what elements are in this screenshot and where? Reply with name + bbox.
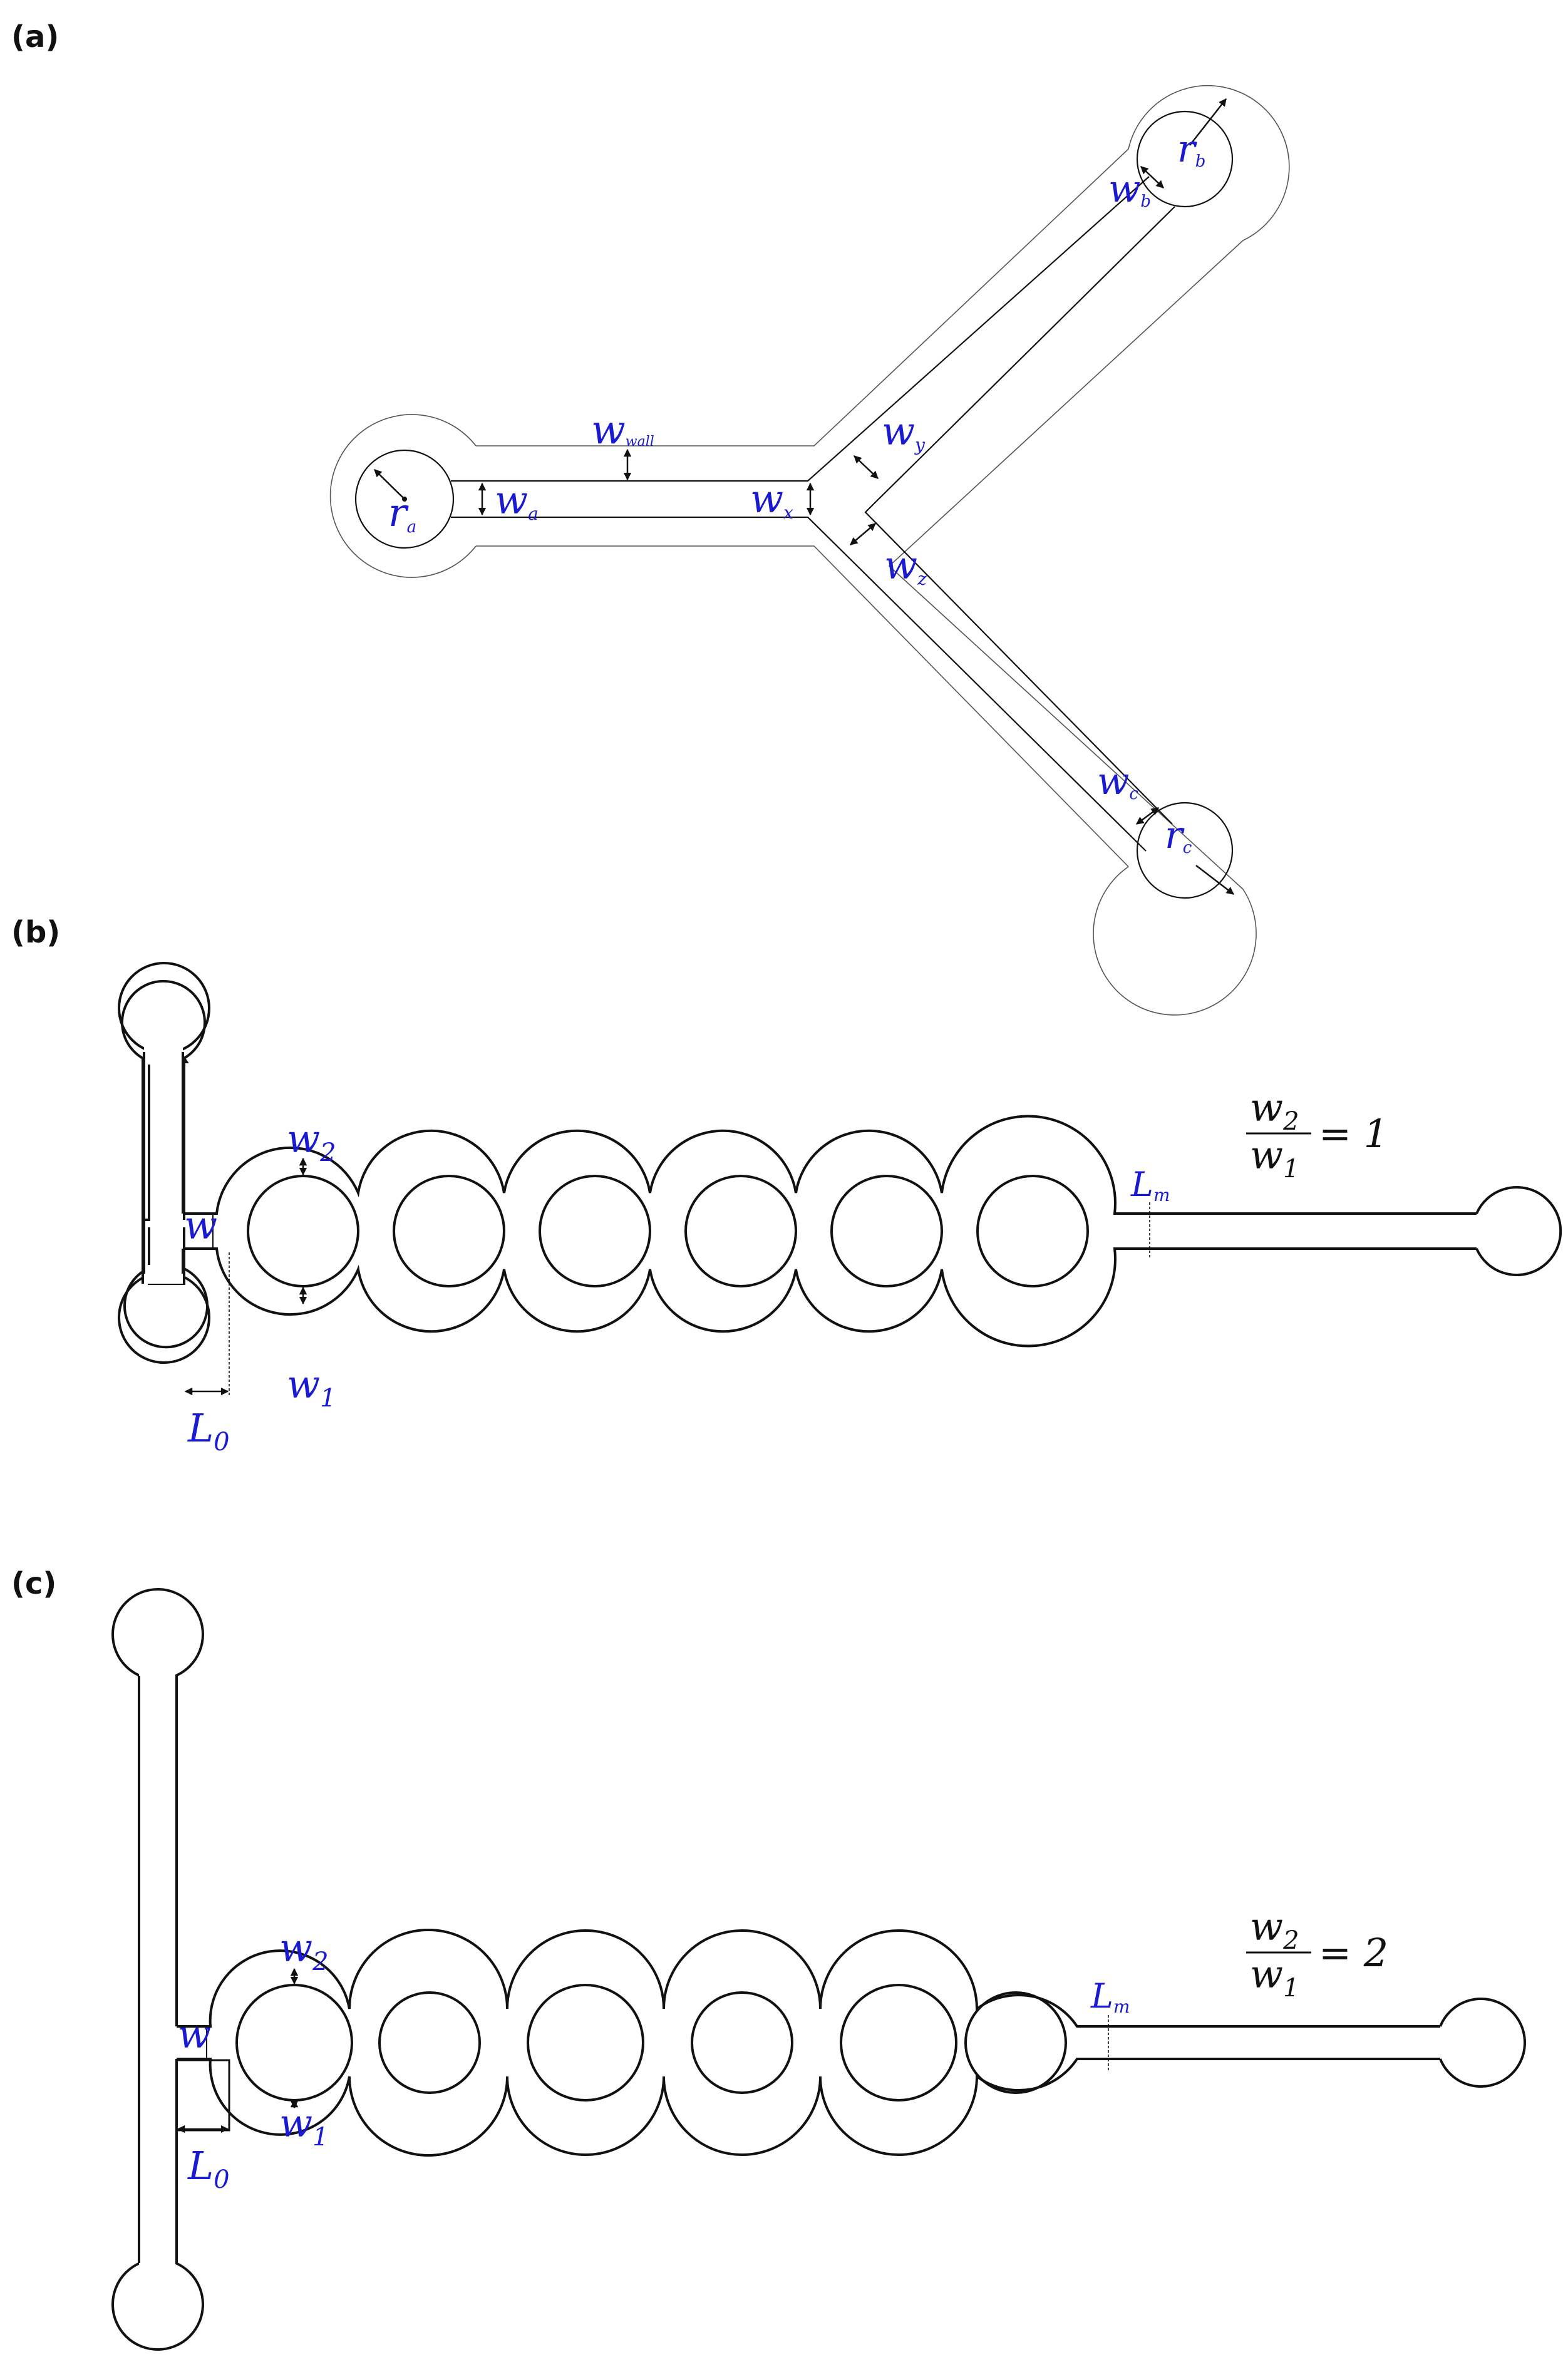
c-L0-box (175, 2059, 230, 2132)
dim-rb-arrow (1189, 98, 1227, 146)
b-ring-6 (976, 1175, 1089, 1287)
b-label-w1: w1 (287, 1361, 336, 1413)
label-wx: wx (750, 476, 793, 523)
b-label-w: w (184, 1202, 217, 1248)
c-ratio-den: w1 (1250, 1951, 1299, 2003)
b-ratio-value: = 1 (1319, 1111, 1388, 1157)
c-label-Lm: Lm (1090, 1976, 1130, 2017)
c-label-w1: w1 (279, 2100, 329, 2152)
dim-wc-arrow (1135, 807, 1160, 825)
c-ratio-num: w2 (1250, 1904, 1299, 1955)
panel-c-label: (c) (11, 1566, 56, 1601)
panel-c: (c) w w2 w1 L0 Lm w2 (11, 1566, 1526, 2351)
b-bottom-reservoir (118, 1271, 210, 1364)
c-label-L0: L0 (187, 2143, 230, 2194)
b-top-reservoir-mask (144, 1046, 183, 1065)
label-wwall: wwall (591, 407, 654, 453)
c-top-reservoir (111, 1588, 204, 1681)
c-ring-6 (964, 1991, 1067, 2094)
label-ra: ra (388, 490, 416, 537)
panel-b: (b) (11, 915, 1562, 1457)
label-wy: wy (882, 408, 926, 455)
c-ring-1 (235, 1984, 353, 2102)
b-ring-2 (393, 1175, 505, 1287)
reservoir-b (1136, 110, 1234, 208)
b-ratio-den: w1 (1250, 1132, 1299, 1184)
c-ring-5 (840, 1984, 957, 2102)
b-label-Lm: Lm (1130, 1165, 1170, 1205)
b-t-channel (142, 1054, 189, 1285)
label-rb: rb (1177, 127, 1205, 171)
reservoir-c (1136, 802, 1234, 899)
label-wa: wa (495, 477, 539, 524)
c-ring-2 (378, 1991, 481, 2094)
c-bottom-reservoir (111, 2258, 204, 2351)
y-channel (354, 110, 1234, 899)
b-ring-5 (830, 1175, 943, 1287)
panel-a-label: (a) (11, 19, 59, 54)
b-ratio: w2 w1 = 1 (1246, 1085, 1388, 1184)
c-ratio: w2 w1 = 2 (1246, 1904, 1388, 2003)
dim-wz-arrow (850, 523, 876, 545)
b-bottom-reservoir-mask (144, 1265, 183, 1284)
b-label-L0: L0 (187, 1405, 230, 1457)
c-label-w2: w2 (279, 1925, 329, 1976)
y-channel-wall (329, 85, 1290, 1016)
dim-ra-arrow (374, 469, 405, 500)
b-ring-chain (213, 1115, 1562, 1348)
reservoir-a (354, 449, 455, 549)
b-ring-3 (539, 1175, 651, 1287)
panel-b-label: (b) (11, 915, 60, 950)
b-outlet-reservoir (1475, 1186, 1562, 1276)
b-ratio-num: w2 (1250, 1085, 1299, 1136)
panel-a: (a) wwall (11, 19, 1290, 1016)
c-label-w: w (178, 2011, 211, 2057)
c-bottom-reservoir-mask (139, 2252, 175, 2271)
dim-wb-arrow (1140, 166, 1164, 188)
label-rc: rc (1165, 813, 1192, 857)
c-outlet-reservoir (1439, 1998, 1526, 2088)
label-wz: wz (884, 542, 927, 589)
c-ring-4 (691, 1991, 793, 2094)
c-ring-chain (207, 1929, 1526, 2157)
c-ring-3 (527, 1984, 644, 2102)
c-top-reservoir-mask (139, 1672, 175, 1691)
ra-center-dot (402, 497, 407, 502)
label-wb: wb (1108, 167, 1151, 211)
dim-rc-arrow (1195, 865, 1234, 895)
b-top-reservoir (118, 962, 210, 1055)
b-ring-4 (684, 1175, 797, 1287)
label-wc: wc (1097, 760, 1138, 803)
dim-wy-arrow (854, 455, 879, 479)
b-ring-1 (247, 1175, 359, 1287)
c-ratio-value: = 2 (1319, 1930, 1388, 1976)
b-label-w2: w2 (287, 1116, 336, 1167)
